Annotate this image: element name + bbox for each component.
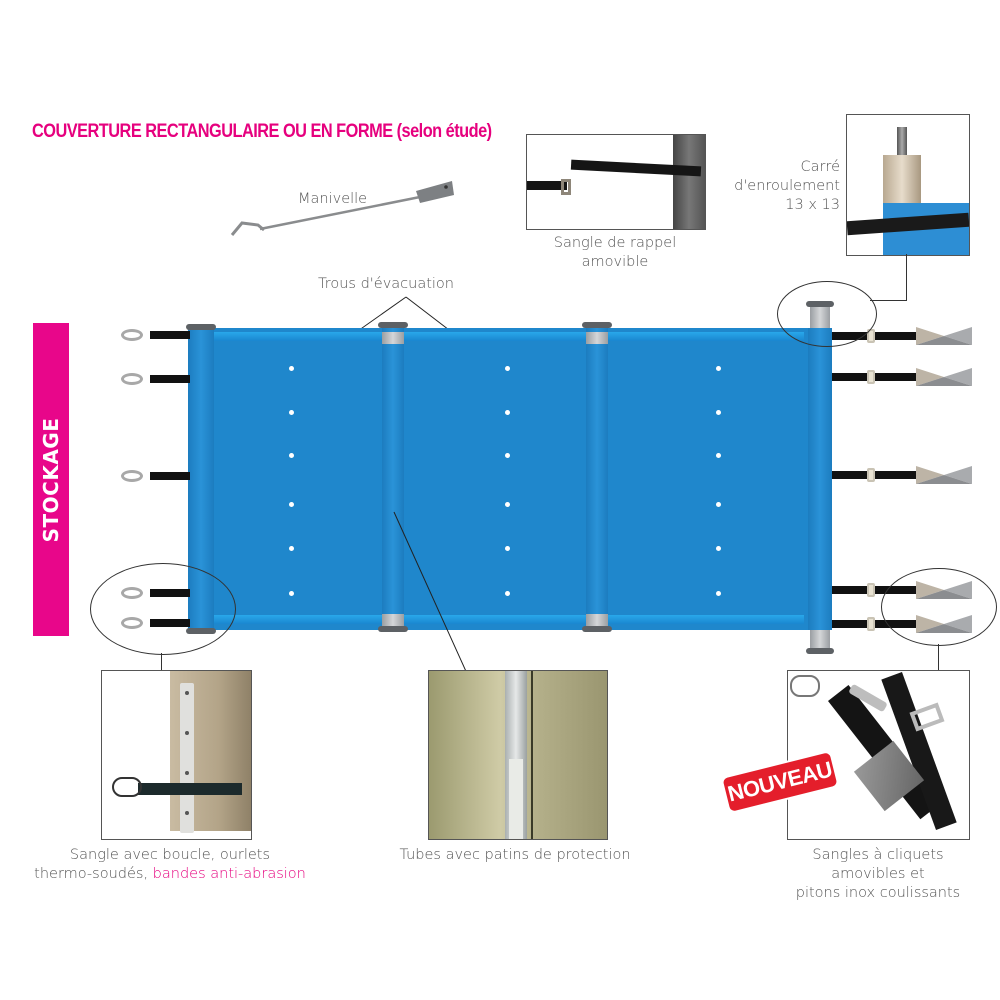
tube-cap xyxy=(806,648,834,654)
strap xyxy=(150,331,190,339)
carre-label: Carré d'enroulement 13 x 13 xyxy=(720,158,840,215)
pool-cover xyxy=(186,301,834,654)
connector-line xyxy=(870,300,907,301)
drain-hole xyxy=(505,502,510,507)
drain-hole xyxy=(716,453,721,458)
drain-hole xyxy=(505,366,510,371)
drain-hole xyxy=(716,410,721,415)
page-title: COUVERTURE RECTANGULAIRE OU EN FORME (se… xyxy=(32,121,492,142)
drain-hole xyxy=(289,546,294,551)
top-hem xyxy=(212,332,804,341)
roller-tube xyxy=(808,328,832,630)
tubes-patins-photo xyxy=(428,670,608,840)
middle-tube-1 xyxy=(382,328,404,630)
crank-handle-icon xyxy=(230,181,454,236)
drain-hole xyxy=(289,366,294,371)
caption-highlight: bandes anti-abrasion xyxy=(152,866,306,882)
middle-tube-2 xyxy=(586,328,608,630)
drain-hole xyxy=(505,546,510,551)
peg-icon xyxy=(916,327,972,345)
callout-ellipse-right xyxy=(881,568,997,646)
sangle-boucle-photo xyxy=(101,670,252,840)
buckle-icon xyxy=(867,583,875,597)
peg-icon xyxy=(916,368,972,386)
carre-line: d'enroulement xyxy=(734,178,840,194)
carre-photo xyxy=(846,114,970,256)
callout-ellipse-roller xyxy=(777,281,877,347)
drain-hole xyxy=(716,591,721,596)
sangle-rappel-photo xyxy=(526,134,706,230)
ring-icon xyxy=(121,373,143,385)
caption-line: Sangle de rappel xyxy=(553,235,677,251)
tube-cap xyxy=(186,324,216,330)
middle-caption: Tubes avec patins de protection xyxy=(399,847,631,863)
caption-text: thermo-soudés, xyxy=(34,866,153,882)
carre-line: Carré xyxy=(800,159,840,175)
carre-line: 13 x 13 xyxy=(785,197,840,213)
tube-cap xyxy=(582,322,612,328)
ring-icon xyxy=(121,470,143,482)
drain-hole xyxy=(289,453,294,458)
caption-line: Sangles à cliquets xyxy=(812,847,944,863)
drain-hole xyxy=(505,410,510,415)
drain-hole xyxy=(289,502,294,507)
bottom-hem xyxy=(212,615,804,624)
buckle-icon xyxy=(867,370,875,384)
stockage-label: STOCKAGE xyxy=(39,417,63,542)
right-caption: Sangles à cliquets amovibles et pitons i… xyxy=(770,846,986,903)
caption-line: pitons inox coulissants xyxy=(795,885,961,901)
drain-hole xyxy=(716,502,721,507)
drain-hole xyxy=(289,410,294,415)
buckle-icon xyxy=(867,468,875,482)
connector-line xyxy=(161,653,162,670)
tube-cap xyxy=(378,626,408,632)
caption-line: Sangle avec boucle, ourlets xyxy=(69,847,271,863)
buckle-icon xyxy=(867,329,875,343)
drain-hole xyxy=(289,591,294,596)
tube-cap xyxy=(378,322,408,328)
stockage-bar: STOCKAGE xyxy=(33,323,69,636)
ring-icon xyxy=(121,329,143,341)
strap xyxy=(150,472,190,480)
tube-cap xyxy=(582,626,612,632)
peg-icon xyxy=(916,466,972,484)
caption-line: thermo-soudés, bandes anti-abrasion xyxy=(0,865,340,884)
buckle-icon xyxy=(867,617,875,631)
strap xyxy=(150,375,190,383)
connector-line xyxy=(906,254,907,300)
drain-hole xyxy=(716,366,721,371)
left-caption: Sangle avec boucle, ourlets thermo-soudé… xyxy=(0,846,340,884)
drain-hole xyxy=(716,546,721,551)
sangle-rappel-caption: Sangle de rappel amovible xyxy=(526,234,704,272)
connector-line xyxy=(938,644,939,670)
drain-hole xyxy=(505,453,510,458)
trous-label: Trous d'évacuation xyxy=(318,276,454,292)
caption-line: amovibles et xyxy=(831,866,925,882)
manivelle-label: Manivelle xyxy=(298,191,368,207)
drain-hole xyxy=(505,591,510,596)
caption-line: amovible xyxy=(581,254,649,270)
callout-ellipse-left xyxy=(90,563,236,655)
